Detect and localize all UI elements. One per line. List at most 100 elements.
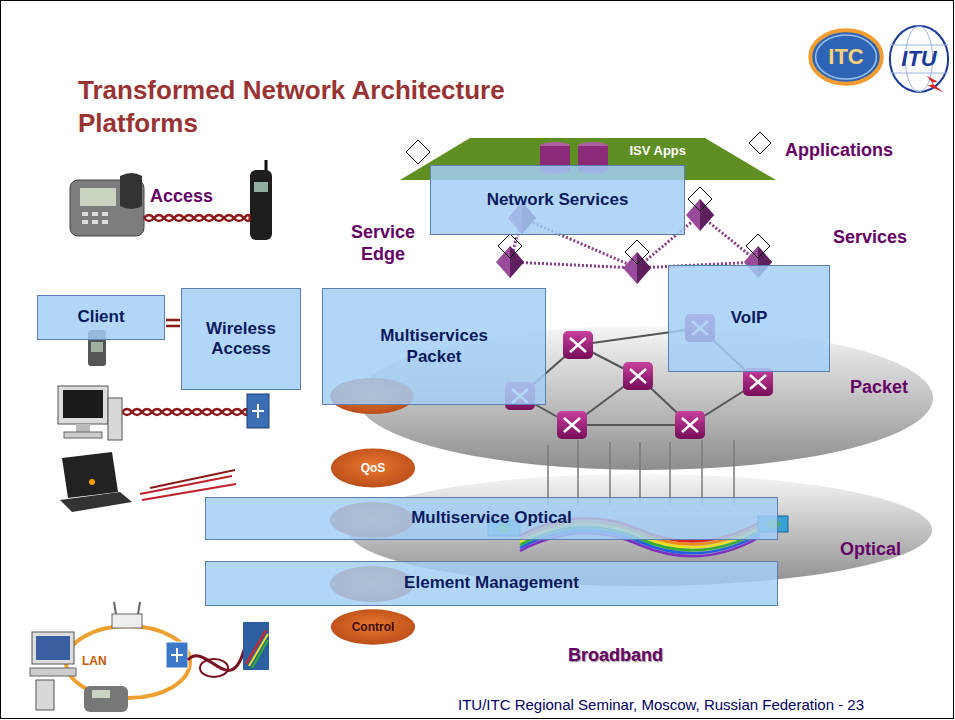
process-box: Multiservices Packet: [322, 288, 546, 405]
lan-cluster: [188, 650, 244, 670]
desktop-computer: [58, 386, 122, 440]
wireless-link: [140, 476, 232, 494]
desk-phone: [102, 220, 108, 224]
access-device: [247, 394, 269, 428]
laptop: [62, 452, 118, 498]
node-outline-part: [890, 26, 948, 92]
laptop: [89, 479, 95, 485]
service-nodes: [749, 132, 771, 154]
layer-connectors: [577, 440, 579, 505]
layer-label: Services: [833, 227, 907, 249]
wireless-link: [140, 470, 236, 500]
lan-cluster: [84, 686, 128, 712]
twisted-cable: [122, 409, 247, 415]
node-text: Multiservices Packet: [359, 326, 509, 367]
twisted-cable: [144, 215, 250, 221]
lan-cluster: [166, 642, 188, 668]
packet-routers: [675, 411, 705, 439]
lan-cluster: [30, 668, 76, 676]
node-text: VoIP: [731, 308, 768, 328]
lan-cluster: [30, 602, 269, 712]
node-text-stack: Client: [77, 307, 124, 327]
node-text-stack: Multiservices Packet: [359, 326, 509, 367]
lan-cluster: [114, 602, 116, 614]
process-box: Multiservice Optical: [205, 497, 778, 540]
node-outline-part: [816, 35, 877, 79]
desk-phone: [80, 188, 116, 206]
desktop-computer: [58, 386, 108, 424]
lan-label: LAN: [80, 654, 109, 668]
twisted-cable: [166, 320, 180, 326]
laptop: [60, 492, 132, 512]
service-nodes: [746, 234, 770, 258]
packet-routers: [564, 418, 580, 432]
layer-connectors: [669, 442, 671, 505]
node-text-stack: QoS: [361, 461, 386, 475]
desk-phone: [82, 212, 88, 216]
layer-connectors: [733, 440, 735, 505]
twisted-cable: [144, 215, 250, 221]
node-text: ISV Apps: [629, 143, 686, 159]
twisted-cable: [122, 409, 247, 415]
service-nodes: [623, 240, 651, 284]
desk-phone: [102, 212, 108, 216]
node-text-stack: Element Management: [404, 573, 579, 593]
layer-connectors: [639, 442, 641, 505]
layer-connectors: [548, 440, 734, 505]
cordless-phone: [254, 182, 268, 192]
itu-logo: ITU: [888, 24, 950, 94]
node-text: Element Management: [404, 573, 579, 593]
layer-label: Packet: [850, 377, 908, 399]
lan-cluster: [243, 622, 269, 670]
node-text: Client: [77, 307, 124, 327]
packet-routers: [682, 418, 698, 432]
node-text: Multiservice Optical: [411, 508, 572, 528]
laptop: [60, 452, 132, 512]
packet-routers: [750, 375, 766, 389]
node-text: Network Services: [487, 190, 629, 210]
lan-cluster: [112, 614, 142, 628]
control-oval: Control: [330, 609, 416, 645]
packet-routers: [743, 368, 773, 396]
node-outline-part: [890, 73, 948, 74]
lan-cluster: [249, 634, 268, 666]
handheld-device: [91, 342, 103, 352]
node-text-stack: Control: [352, 620, 395, 634]
service-nodes: [623, 252, 651, 284]
node-text-stack: Multiservice Optical: [411, 508, 572, 528]
lan-cluster: [32, 632, 74, 664]
packet-routers: [675, 411, 705, 439]
node-text: Control: [352, 620, 395, 634]
layer-connectors: [609, 442, 611, 505]
lan-cluster: [252, 640, 268, 668]
node-text: ITU: [901, 46, 936, 72]
packet-links: [572, 424, 690, 426]
service-nodes: [686, 199, 714, 231]
qos-oval: QoS: [330, 448, 416, 488]
process-box: VoIP: [668, 265, 830, 372]
service-nodes: [498, 234, 522, 258]
cordless-phone: [250, 170, 272, 240]
lan-cluster: [171, 648, 183, 662]
packet-routers: [623, 362, 653, 390]
itc-logo: ITC: [808, 28, 884, 86]
service-nodes: [496, 234, 524, 278]
packet-routers: [557, 411, 587, 439]
lan-cluster: [200, 659, 228, 677]
layer-label: Broadband: [568, 645, 663, 667]
packet-routers: [743, 368, 773, 396]
zone-label: Access: [150, 186, 213, 208]
layer-connectors: [701, 440, 703, 505]
node-outline-part: [331, 448, 415, 487]
service-links: [700, 215, 758, 262]
node-text-stack: Network Services: [487, 190, 629, 210]
lan-cluster: [92, 690, 110, 698]
desk-phone: [70, 173, 144, 236]
service-links: [510, 262, 637, 268]
service-nodes: [686, 187, 714, 231]
zone-label: Service Edge: [341, 222, 425, 265]
desktop-computer: [63, 390, 103, 418]
desk-phone: [120, 173, 142, 209]
node-text: QoS: [361, 461, 386, 475]
